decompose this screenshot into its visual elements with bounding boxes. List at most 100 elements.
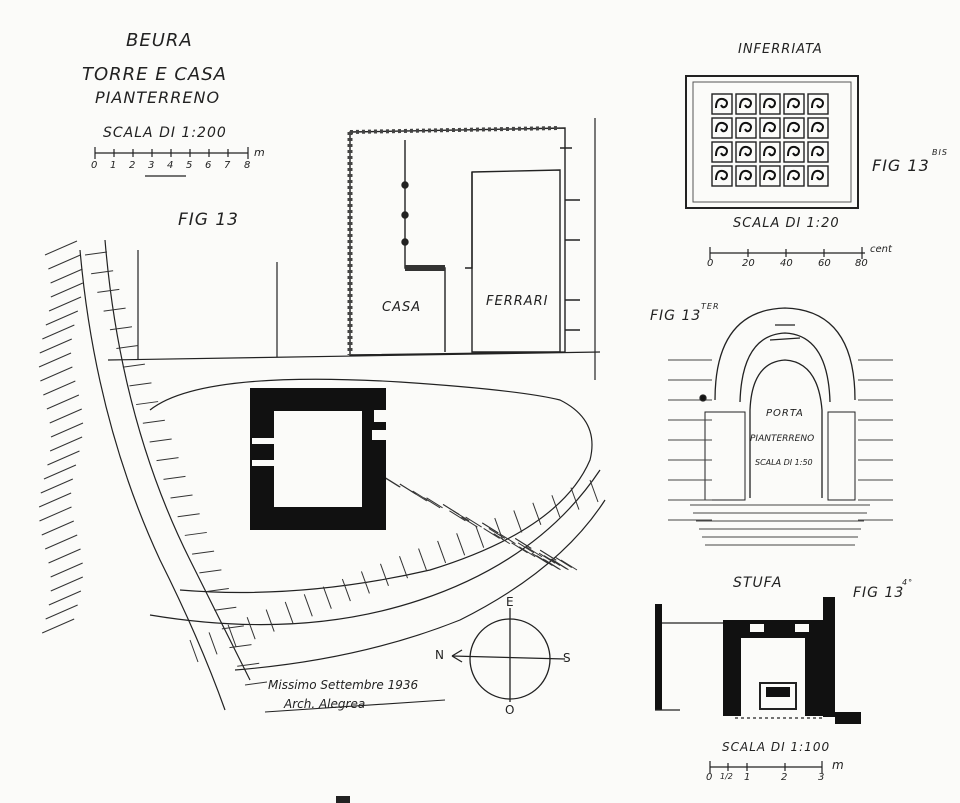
main-scale-label: SCALA DI 1:200 (103, 125, 227, 141)
main-scale-tick: 2 (129, 160, 136, 171)
grille-scroll (787, 145, 800, 157)
door-stonework (668, 359, 893, 546)
compass-south: S (563, 651, 572, 665)
grille-scroll (715, 145, 728, 157)
road (79, 239, 606, 711)
compass (451, 608, 566, 702)
grille-cell (783, 165, 805, 187)
signature-line-2: Arch. Alegrea (284, 697, 366, 711)
grille-cell (735, 165, 757, 187)
field-lines (107, 118, 601, 380)
grille-title: INFERRIATA (738, 42, 823, 57)
grille-scale-tick: 60 (818, 258, 831, 269)
main-scale-tick: 1 (110, 160, 117, 171)
stove-figure-suffix: 4° (902, 578, 914, 587)
main-scale-unit: m (254, 146, 265, 159)
grille-figure-label: FIG 13 (872, 156, 930, 175)
town-title: BEURA (126, 30, 193, 51)
grille-cell (783, 141, 805, 163)
main-scale-tick: 0 (91, 160, 98, 171)
main-scale-tick: 6 (205, 160, 212, 171)
compass-east: E (506, 595, 515, 609)
grille-cell (759, 117, 781, 139)
grille-scale-tick: 20 (742, 258, 755, 269)
door-label-1: PORTA (766, 408, 804, 419)
main-scale-tick: 5 (186, 160, 193, 171)
stove-scale-tick: 1 (744, 772, 751, 783)
house-plan (347, 126, 580, 356)
signature-line-1: Missimo Settembre 1936 (268, 678, 419, 692)
grille-scroll (763, 121, 776, 133)
grille-cell (759, 165, 781, 187)
grille-cell (735, 141, 757, 163)
grille-scroll (715, 97, 728, 109)
grille-scroll (763, 145, 776, 157)
main-scale-tick: 4 (167, 160, 174, 171)
stove-scale-tick: 1/2 (720, 772, 733, 781)
grille-scroll (811, 145, 824, 157)
subject-title: TORRE E CASA (82, 64, 227, 85)
grille-scroll (811, 97, 824, 109)
grille-cells (711, 93, 829, 187)
stove-scale-tick: 2 (781, 772, 788, 783)
tower (250, 388, 388, 530)
main-scale-tick: 8 (244, 160, 251, 171)
floor-title: PIANTERRENO (95, 88, 221, 107)
door-figure-suffix: TER (701, 302, 720, 311)
door-figure-label: FIG 13 (650, 308, 702, 324)
grille-cell (735, 93, 757, 115)
grille-scroll (715, 121, 728, 133)
door-label-2: PIANTERRENO (750, 434, 815, 444)
grille-cell (807, 117, 829, 139)
grille-scroll (787, 121, 800, 133)
stove-scale-bar (709, 761, 823, 773)
grille-scale-tick: 0 (707, 258, 714, 269)
stove-drawing (655, 597, 861, 724)
grille-scale-tick: 40 (780, 258, 793, 269)
stove-scale-unit: m (832, 758, 844, 772)
grille-scroll (811, 121, 824, 133)
stove-scale-label: SCALA DI 1:100 (722, 740, 831, 754)
grille-cell (735, 117, 757, 139)
grille-cell (807, 93, 829, 115)
house-label-casa: CASA (382, 300, 422, 315)
grille-scroll (763, 169, 776, 181)
grille-cell (759, 141, 781, 163)
main-scale-tick: 7 (224, 160, 231, 171)
stove-scale-tick: 0 (706, 772, 713, 783)
grille-scroll (715, 169, 728, 181)
grille-cell (783, 117, 805, 139)
grille-scroll (739, 169, 752, 181)
signature-lines (264, 699, 446, 713)
grille-scroll (787, 169, 800, 181)
stove-scale-tick: 3 (818, 772, 825, 783)
grille-scroll (739, 145, 752, 157)
grille-scroll (811, 169, 824, 181)
door-drawing (668, 307, 893, 546)
stove-title: STUFA (733, 575, 783, 591)
grille-cell (711, 93, 733, 115)
grille-drawing (685, 75, 859, 209)
house-label-ferrari: FERRARI (486, 294, 549, 309)
grille-scroll (739, 121, 752, 133)
grille-cell (807, 141, 829, 163)
grille-scale-bar (709, 247, 865, 259)
main-figure-label: FIG 13 (178, 210, 240, 230)
edge-mark (336, 796, 350, 803)
door-label-3: SCALA DI 1:50 (755, 458, 813, 467)
compass-west: O (505, 703, 516, 717)
grille-cell (807, 165, 829, 187)
grille-cell (759, 93, 781, 115)
grille-scroll (739, 97, 752, 109)
stove-figure-label: FIG 13 (853, 585, 905, 601)
compass-north: N (435, 648, 445, 662)
main-scale-bar (94, 147, 249, 177)
grille-scroll (763, 97, 776, 109)
grille-cell (711, 141, 733, 163)
grille-cell (783, 93, 805, 115)
grille-scale-unit: cent (870, 244, 892, 255)
grille-cell (711, 165, 733, 187)
grille-scale-tick: 80 (855, 258, 868, 269)
